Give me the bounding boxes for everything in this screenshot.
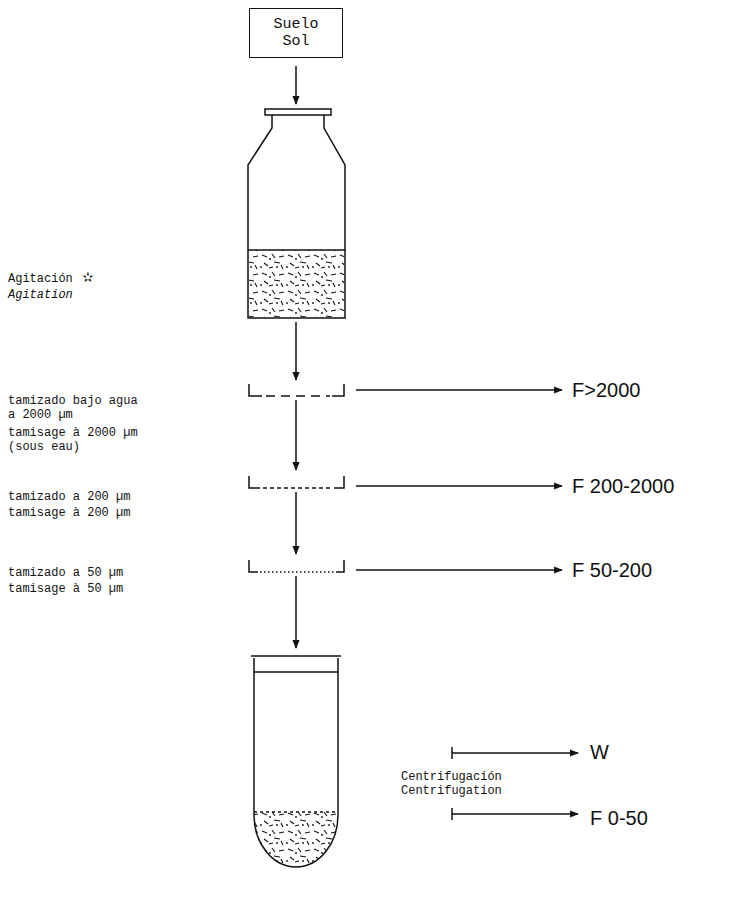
process-box: Suelo Sol [249,8,343,58]
output-arrow [452,813,578,815]
sieve-mesh [263,487,332,489]
sediment-surface [254,811,338,813]
fraction-label: F>2000 [572,378,640,402]
bottle-rim [265,109,331,115]
fraction-label: F 50-200 [572,558,652,582]
output-arrow [356,569,562,571]
output-arrow [356,485,562,487]
step-label: tamisage à 2000 µm (sous eau) [8,426,145,454]
step-label: Centrifugación Centrifugation [401,770,502,798]
flow-arrow [295,66,297,104]
output-arrow [452,752,578,754]
fraction-label: F 200-2000 [572,474,674,498]
fraction-label: W [590,740,609,764]
tube-rim [251,655,341,657]
step-label: tamizado a 200 µm [8,490,130,504]
flow-arrow [295,400,297,470]
flow-arrow [295,322,297,380]
sieve-mesh [260,571,334,573]
step-label: Agitation [8,288,73,302]
flow-arrow [295,576,297,648]
tube-outline [254,658,338,867]
bottle-outline [248,115,345,318]
soil-surface [248,249,345,251]
sieve-frame [249,560,344,572]
sieve-frame [249,476,344,488]
step-label: tamisage à 200 µm [8,506,130,520]
flow-arrow [295,492,297,554]
box-label: Suelo Sol [269,16,323,50]
output-arrow [356,389,562,391]
sieve-frame [249,384,344,396]
step-label: tamizado bajo agua a 2000 µm [8,394,145,422]
step-label: tamisage à 50 µm [8,582,123,596]
step-label: tamizado a 50 µm [8,566,123,580]
sieve-mesh [266,395,330,397]
fraction-label: F 0-50 [590,806,648,830]
soil-fill [249,250,344,317]
liquid-level [254,671,338,673]
step-label: Agitación [8,272,73,286]
agitation-symbol: ✫ [82,269,94,286]
sediment-fill [254,812,338,867]
